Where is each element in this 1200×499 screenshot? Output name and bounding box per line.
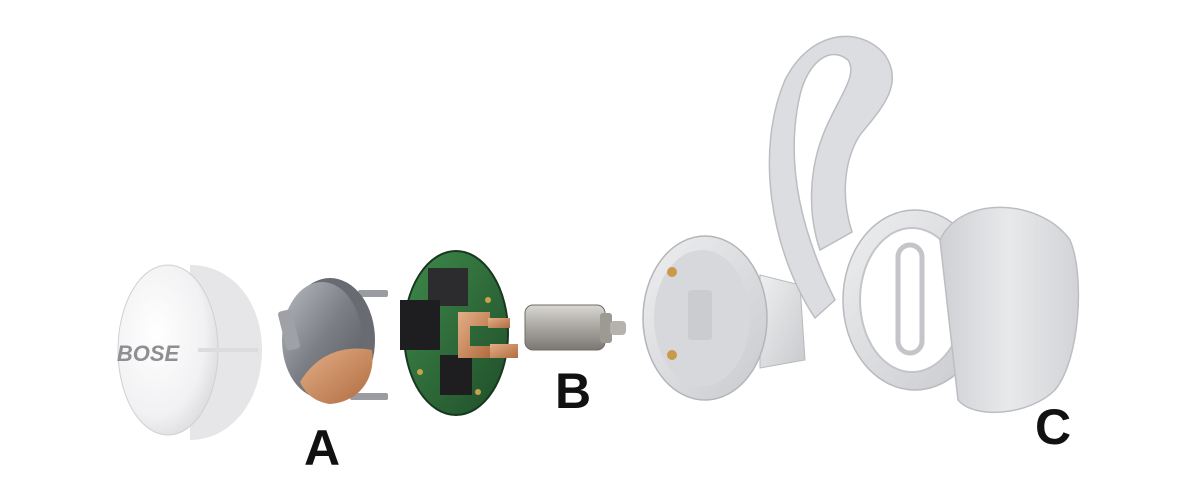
callout-label-a: A xyxy=(304,420,341,476)
callout-label-c: C xyxy=(1035,399,1072,455)
logo-text: BOSE xyxy=(117,341,181,366)
circuit-board-icon xyxy=(400,250,518,416)
ear-tip-icon xyxy=(768,35,1080,413)
earbud-cap-icon: BOSE xyxy=(117,264,262,440)
coin-battery-icon xyxy=(278,278,388,404)
callout-label-b: B xyxy=(555,363,592,419)
earbud-housing-icon xyxy=(642,235,806,401)
speaker-driver-icon xyxy=(524,304,626,351)
